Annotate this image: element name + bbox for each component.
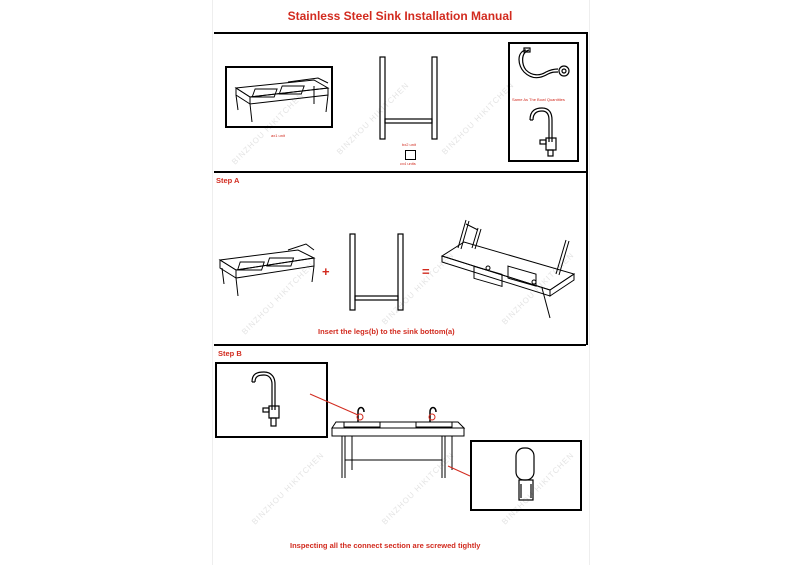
faucet-detail-box [215,362,328,438]
faucet-detail-drawing [251,371,280,427]
part-sink-box [225,66,333,128]
leg-joint-detail-box [470,440,582,511]
divider-step-a [214,171,586,173]
step-a-label: Step A [216,176,240,185]
legs-drawing [379,56,438,140]
divider-right [586,32,588,345]
step-a-caption: Insert the legs(b) to the sink bottom(a) [318,327,455,336]
drain-hose-icon [518,47,570,79]
plus-sign: + [322,264,330,279]
divider-step-b [214,344,586,346]
sink-qty-label: ax1 unit [271,133,286,138]
leg-joint-detail-drawing [515,447,535,501]
equals-sign: = [422,264,430,279]
step-b-label: Step B [218,349,242,358]
step-a-assembled-drawing [440,219,576,319]
step-a-sink-drawing [218,243,316,297]
step-b-assembled-sink-drawing [309,393,471,478]
step-a-legs-drawing [349,233,404,311]
drain-note: Same As The Bowl Quantities [512,97,565,102]
faucet-icon [529,107,557,157]
page-title: Stainless Steel Sink Installation Manual [287,9,513,23]
sink-drawing [234,77,330,123]
screws-qty-label: cx4 units [400,161,416,166]
part-accessories-box [508,42,579,162]
legs-qty-label: bx2 unit [402,142,417,147]
screw-icon [405,150,416,160]
divider-top [214,32,586,34]
step-b-caption: Inspecting all the connect section are s… [290,541,481,550]
